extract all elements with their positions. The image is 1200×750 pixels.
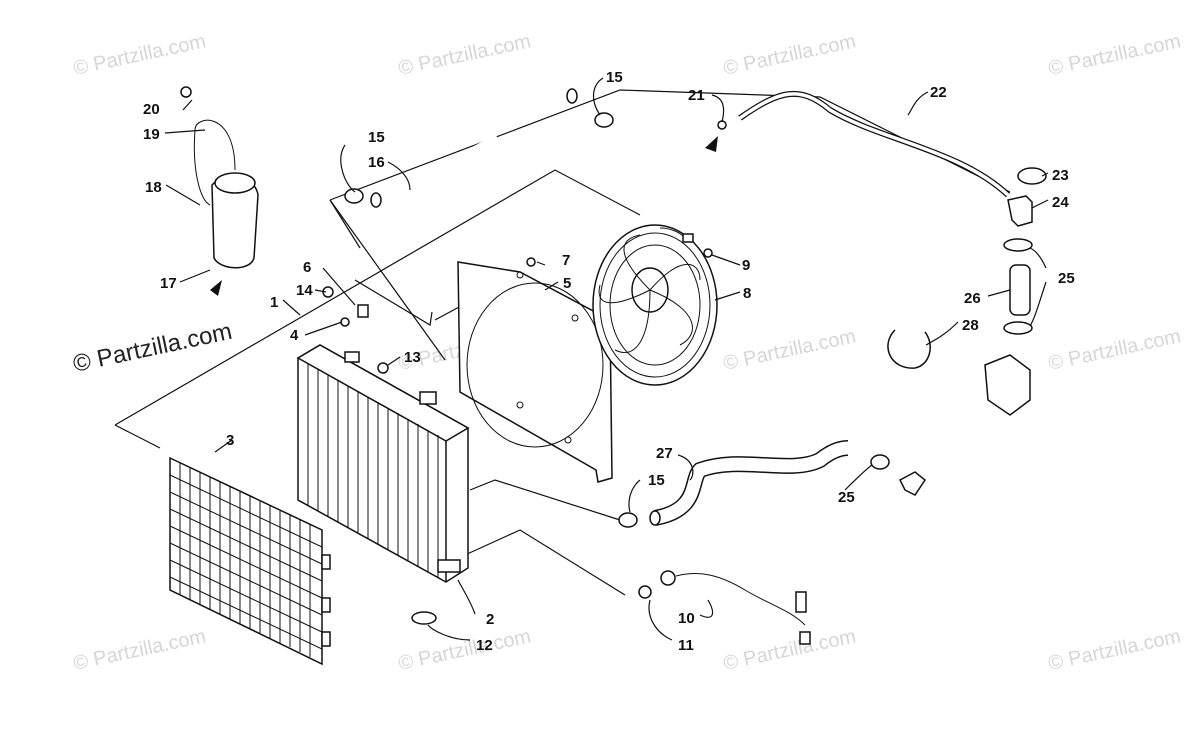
radiator-cap [1017,167,1047,185]
overflow-tube [738,92,1010,197]
watermark: © Partzilla.com [721,325,857,375]
hose-end [370,192,382,208]
callout-9: 9 [742,257,750,274]
nut [703,248,713,258]
cooling-fan [592,224,718,386]
watermark: © Partzilla.com [1046,625,1182,675]
tie-strap [887,329,931,369]
callout-15: 15 [606,69,623,86]
callout-5: 5 [563,275,571,292]
callout-25b: 25 [838,489,855,506]
callout-3: 3 [226,432,234,449]
callout-13: 13 [404,349,421,366]
callout-28: 28 [962,317,979,334]
arrow-pointer [705,136,718,152]
callout-20: 20 [143,101,160,118]
washer [340,317,350,327]
callout-27: 27 [656,445,673,462]
screw [526,257,536,267]
arrow-pointer [210,280,222,296]
callout-22: 22 [930,84,947,101]
callout-12: 12 [476,637,493,654]
callout-25: 25 [1058,270,1075,287]
fitting [899,471,927,496]
callout-19: 19 [143,126,160,143]
tube-clip [717,120,727,130]
callout-18: 18 [145,179,162,196]
callout-15c: 15 [648,472,665,489]
hose-clamp [870,454,890,470]
callout-labels: 1 2 3 4 5 6 7 8 9 10 11 12 13 14 15 15 1… [143,69,1075,654]
coolant-reservoir [180,86,259,269]
callout-7: 7 [562,252,570,269]
hose-clamp [344,188,364,204]
leader-lines [164,77,1049,641]
callout-2: 2 [486,611,494,628]
hose-clamp [594,112,614,128]
watermark: © Partzilla.com [71,30,207,80]
callout-14: 14 [296,282,313,299]
coupling-hose [1009,264,1031,316]
callout-15b: 15 [368,129,385,146]
watermark: © Partzilla.com [396,625,532,675]
grommet [411,611,437,625]
watermark: © Partzilla.com [396,30,532,80]
callout-4: 4 [290,327,299,344]
hose-clamp [618,512,638,528]
overflow-tube-outline [738,90,1011,198]
lower-hose [653,441,849,525]
callout-6: 6 [303,259,311,276]
hose-clamp [1003,321,1033,335]
watermark: © Partzilla.com [721,30,857,80]
hose-end [649,510,661,526]
watermark: © Partzilla.com [71,625,207,675]
callout-10: 10 [678,610,695,627]
callout-17: 17 [160,275,177,292]
temperature-sensor [638,570,811,645]
watermark: © Partzilla.com [721,625,857,675]
fan-shroud [457,261,613,483]
upper-hose [370,79,573,207]
callout-1: 1 [270,294,278,311]
radiator [296,344,470,583]
watermark: © Partzilla.com [1046,30,1182,80]
callout-11: 11 [678,637,694,654]
callout-8: 8 [743,285,751,302]
callout-26: 26 [964,290,981,307]
watermark-main: © Partzilla.com [71,318,235,378]
hose-end [566,88,578,104]
callout-16: 16 [368,154,385,171]
filler-neck [1007,195,1033,227]
watermark: © Partzilla.com [1046,325,1182,375]
bracket [357,304,369,318]
callout-21: 21 [688,87,705,104]
callout-24: 24 [1052,194,1069,211]
callout-23: 23 [1052,167,1069,184]
radiator-grille [169,456,331,666]
thermostat-housing [984,354,1031,416]
hose-clamp [1003,238,1033,252]
